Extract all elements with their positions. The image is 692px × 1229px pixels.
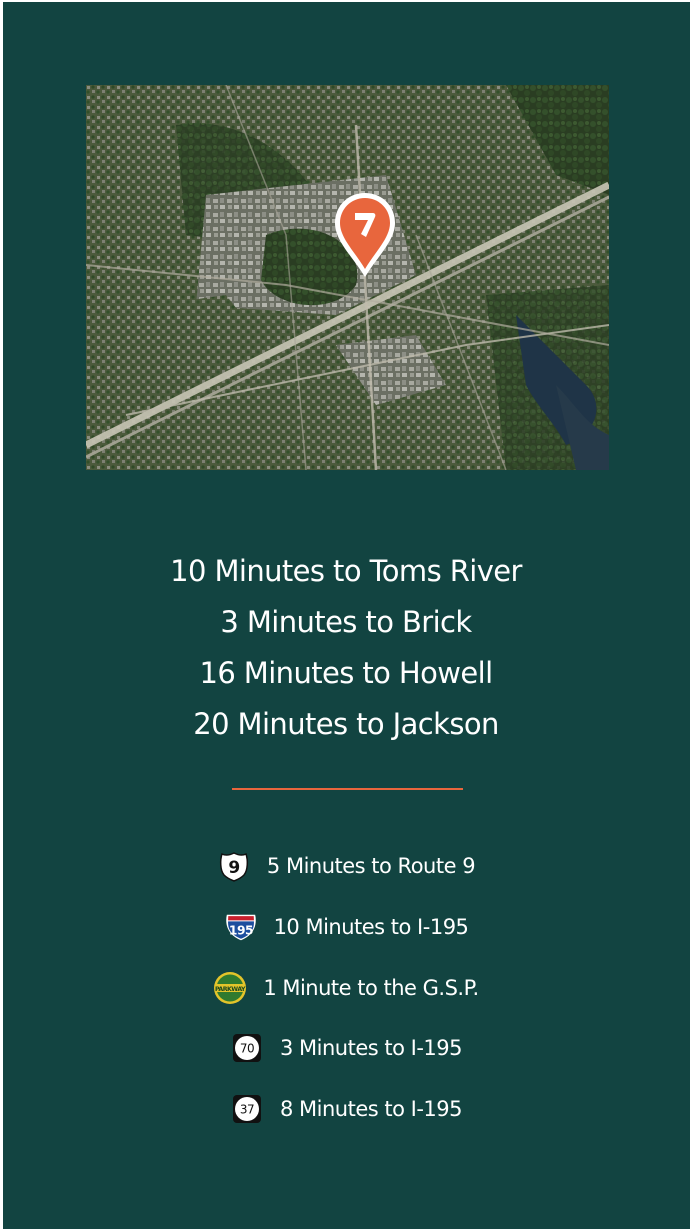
- map-image: [86, 85, 609, 470]
- us-route-shield-icon: 9: [217, 849, 251, 883]
- parkway-shield-icon: PARKWAY: [213, 971, 247, 1005]
- drive-times-list: 10 Minutes to Toms River 3 Minutes to Br…: [0, 546, 692, 750]
- route-item-i195: 195 10 Minutes to I-195: [0, 910, 692, 944]
- route-label: 5 Minutes to Route 9: [266, 854, 476, 878]
- location-pin-icon[interactable]: [333, 191, 397, 281]
- interstate-shield-icon: 195: [224, 910, 258, 944]
- route-item-9: 9 5 Minutes to Route 9: [0, 849, 692, 883]
- state-route-shield-icon: 37: [230, 1092, 264, 1126]
- route-item-70: 70 3 Minutes to I-195: [0, 1031, 692, 1065]
- drive-time-jackson: 20 Minutes to Jackson: [193, 707, 499, 741]
- state-route-shield-icon: 70: [230, 1031, 264, 1065]
- drive-time-toms-river: 10 Minutes to Toms River: [170, 554, 522, 588]
- route-item-gsp: PARKWAY 1 Minute to the G.S.P.: [0, 971, 692, 1005]
- route-label: 3 Minutes to I-195: [280, 1036, 463, 1060]
- svg-text:PARKWAY: PARKWAY: [215, 986, 246, 993]
- route-label: 10 Minutes to I-195: [273, 915, 469, 939]
- section-divider: [232, 788, 463, 790]
- drive-time-howell: 16 Minutes to Howell: [199, 656, 493, 690]
- aerial-map[interactable]: [86, 85, 609, 470]
- route-item-37: 37 8 Minutes to I-195: [0, 1092, 692, 1126]
- svg-text:195: 195: [228, 924, 252, 938]
- drive-time-brick: 3 Minutes to Brick: [220, 605, 472, 639]
- svg-text:70: 70: [240, 1042, 254, 1056]
- svg-text:9: 9: [228, 858, 239, 878]
- route-label: 1 Minute to the G.S.P.: [263, 976, 479, 1000]
- svg-text:37: 37: [240, 1103, 254, 1117]
- route-label: 8 Minutes to I-195: [280, 1097, 463, 1121]
